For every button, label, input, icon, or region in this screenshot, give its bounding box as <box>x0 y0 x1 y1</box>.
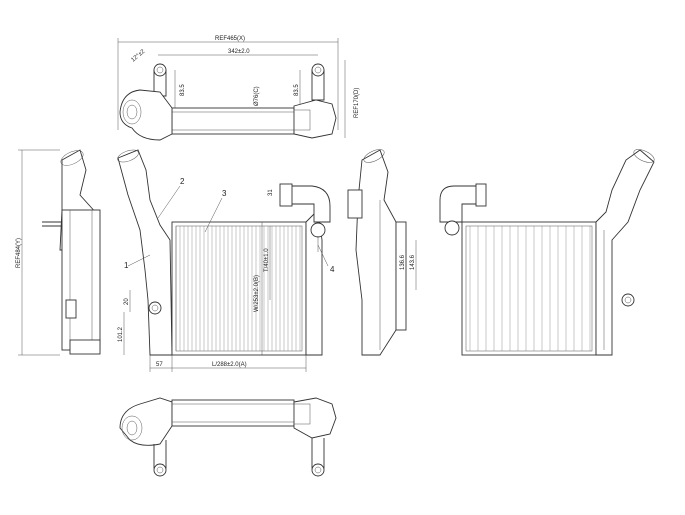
top-tube <box>171 107 295 135</box>
dim-tube-76: Ø76(C) <box>254 86 260 106</box>
bottom-view <box>119 397 337 477</box>
dim-core-thickness: T/40±1.0 <box>264 248 270 272</box>
dim-angle-12: 12°±2 <box>130 48 146 63</box>
rear-core <box>461 221 597 356</box>
dim-83-right: 83.5 <box>294 84 300 96</box>
dim-ref-484: REF484(Y) <box>16 238 22 268</box>
dim-inlet-101: 101.2 <box>118 326 124 342</box>
callout-4: 4 <box>330 265 335 274</box>
callout-1: 1 <box>124 261 129 270</box>
left-side-view: REF484(Y) <box>16 149 101 356</box>
dim-core-width: L/288±2.0(A) <box>212 362 247 368</box>
front-view: L/288±2.0(A) 57 W/253±2.0(B) T/40±1.0 20… <box>117 149 335 372</box>
rear-core-fins <box>469 226 591 351</box>
dim-core-height: W/253±2.0(B) <box>254 275 260 312</box>
bottom-mount-right <box>311 463 325 477</box>
top-mount-right <box>311 63 325 77</box>
front-inlet-tank <box>117 149 173 356</box>
front-core <box>171 221 307 356</box>
dim-inlet-20: 20 <box>124 298 130 305</box>
dim-ref-170: REF170(D) <box>354 88 360 118</box>
dim-83-left: 83.5 <box>180 84 186 96</box>
dim-side-143: 143.6 <box>410 254 416 270</box>
rear-view <box>439 149 655 356</box>
callout-2: 2 <box>180 177 185 186</box>
dim-pitch-342: 342±2.0 <box>228 49 250 55</box>
bottom-mount-left <box>153 463 167 477</box>
top-view: REF465(X) 342±2.0 12°±2 83.5 83.5 Ø76(C)… <box>117 36 360 141</box>
front-outlet-elbow <box>289 185 331 223</box>
dim-ref-465: REF465(X) <box>215 36 245 42</box>
bottom-tube <box>171 399 295 427</box>
dim-offset-57: 57 <box>156 362 163 368</box>
dim-side-136: 136.6 <box>400 254 406 270</box>
dim-small-31: 31 <box>268 189 274 196</box>
left-core <box>61 209 101 351</box>
callout-3: 3 <box>222 189 227 198</box>
front-core-fins <box>175 226 301 351</box>
right-side-view: 136.6 143.6 31 <box>268 149 417 356</box>
top-mount-left <box>153 63 167 77</box>
